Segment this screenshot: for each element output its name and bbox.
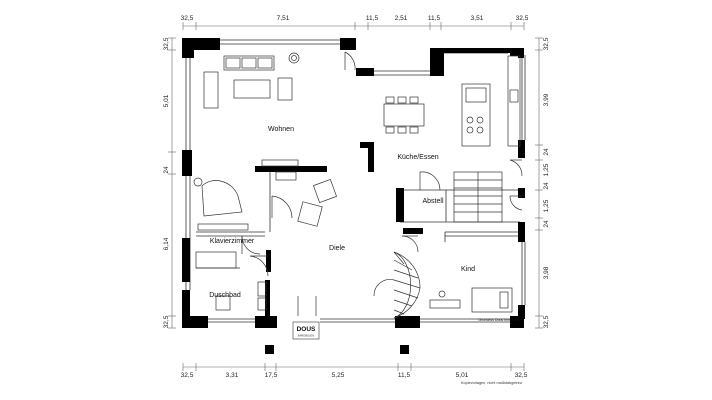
bottom-dimensions: 32,5 3,31 17,5 5,25 11,5 5,01 32,5 [181, 372, 528, 379]
room-label-kueche-essen: Küche/Essen [397, 154, 438, 161]
dim-bottom-3: 17,5 [265, 372, 278, 379]
dim-right-7: 24 [543, 220, 550, 228]
dim-right-2: 3,99 [543, 93, 550, 106]
hob-icon [466, 116, 474, 124]
dim-bottom-6: 5,01 [456, 372, 469, 379]
dim-bottom-5: 11,5 [398, 372, 411, 379]
room-label-abstell: Abstell [422, 198, 443, 205]
dim-left-1: 32,5 [163, 37, 170, 50]
dim-right-3: 24 [543, 148, 550, 156]
logo-subtext: IMMOBILIEN [298, 334, 314, 338]
sofa-icon [223, 55, 275, 71]
furniture [193, 52, 521, 313]
dous-logo: DOUS IMMOBILIEN [292, 321, 320, 340]
dim-bottom-4: 5,25 [332, 372, 345, 379]
top-dimensions: 32,5 7,51 11,5 2,51 11,5 3,51 32,5 [181, 15, 529, 22]
washbasin-icon [257, 297, 267, 311]
dim-top-7: 32,5 [516, 15, 529, 22]
bed-icon [471, 287, 513, 313]
dim-bottom-1: 32,5 [181, 372, 194, 379]
dim-right-5: 24 [543, 182, 550, 190]
dim-left-4: 6,14 [163, 237, 170, 250]
sink-icon [465, 87, 487, 103]
dim-top-1: 32,5 [181, 15, 194, 22]
plant-icon [288, 52, 300, 64]
room-label-duschbad: Duschbad [209, 292, 241, 299]
dim-top-2: 7,51 [277, 15, 290, 22]
toilet-icon [257, 281, 267, 297]
dim-left-3: 24 [163, 166, 170, 174]
stool-icon [193, 177, 203, 187]
armchair-icon [203, 71, 219, 109]
bathtub-icon [195, 251, 237, 269]
room-label-wohnen: Wohnen [268, 126, 294, 133]
spiral-staircase-icon [373, 251, 421, 319]
room-label-diele: Diele [329, 245, 345, 252]
armchair-icon [313, 179, 337, 203]
desk-icon [429, 299, 461, 309]
dim-left-5: 32,5 [163, 315, 170, 328]
grand-piano-icon [201, 180, 243, 217]
armchair-icon [297, 201, 323, 227]
window-lines [185, 39, 526, 323]
kitchen-island-icon [461, 83, 491, 147]
dim-top-6: 3,51 [471, 15, 484, 22]
dim-left-2: 5,01 [163, 94, 170, 107]
dim-right-6: 1,25 [543, 199, 550, 212]
shelf-icon [197, 223, 249, 231]
shower-icon [215, 295, 231, 311]
dim-right-4: 1,25 [543, 163, 550, 176]
side-chair-icon [277, 77, 293, 101]
dim-bottom-7: 32,5 [515, 372, 528, 379]
coffee-table-icon [233, 79, 271, 99]
dim-bottom-2: 3,31 [226, 372, 239, 379]
walls [182, 38, 525, 354]
dimension-lines [168, 22, 543, 371]
logo-text: DOUS [297, 326, 316, 333]
room-label-kind: Kind [461, 266, 475, 273]
dim-top-3: 11,5 [366, 15, 379, 22]
dining-table-icon [383, 103, 425, 127]
fireplace-icon [275, 171, 297, 181]
footnote-label: Kopievorlagen, nicht maßstabgetreu [461, 381, 522, 385]
doors [241, 51, 523, 316]
watermark-label: Grundriss Dous Immobilien [478, 318, 521, 322]
desk-chair-icon [438, 290, 446, 298]
dim-top-4: 2,51 [395, 15, 408, 22]
left-dimensions: 32,5 5,01 24 6,14 32,5 [163, 37, 170, 328]
dim-right-9: 32,5 [543, 315, 550, 328]
dim-top-5: 11,5 [428, 15, 441, 22]
room-label-klavierzimmer: Klavierzimmer [210, 238, 255, 245]
right-dimensions: 32,5 3,99 24 1,25 24 1,25 24 3,98 32,5 [543, 37, 550, 328]
sideboard-icon [261, 159, 299, 167]
dim-right-1: 32,5 [543, 37, 550, 50]
dim-right-8: 3,98 [543, 266, 550, 279]
kitchen-counter-icon [507, 55, 521, 147]
